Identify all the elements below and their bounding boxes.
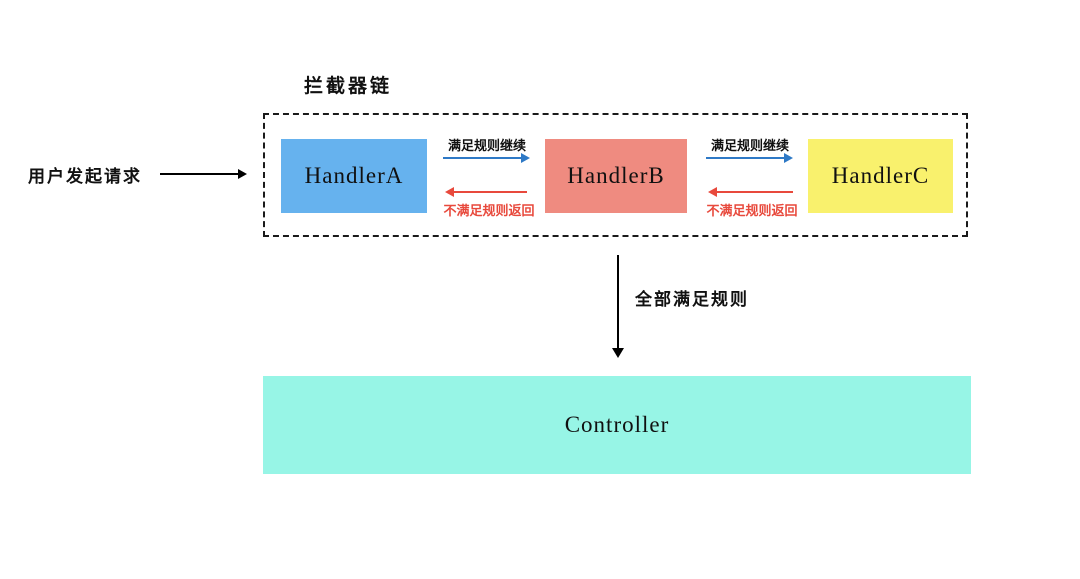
controller-box: Controller bbox=[263, 376, 971, 474]
request-arrow-shaft bbox=[160, 173, 238, 175]
return-arrow-b-a bbox=[445, 186, 527, 198]
request-arrowhead-icon bbox=[238, 169, 247, 179]
return-label-c-b: 不满足规则返回 bbox=[706, 203, 798, 218]
return-arrowhead-c-b-icon bbox=[708, 187, 717, 197]
return-arrowhead-b-a-icon bbox=[445, 187, 454, 197]
handler-c-label: HandlerC bbox=[831, 163, 930, 188]
handler-b-box: HandlerB bbox=[545, 139, 687, 213]
return-label-b-a: 不满足规则返回 bbox=[443, 203, 535, 218]
forward-label-a-b: 满足规则继续 bbox=[447, 138, 527, 153]
request-arrow bbox=[160, 168, 247, 180]
forward-arrowhead-a-b-icon bbox=[521, 153, 530, 163]
return-arrow-c-b-shaft bbox=[717, 191, 793, 193]
handler-a-label: HandlerA bbox=[304, 163, 404, 188]
handler-c-box: HandlerC bbox=[808, 139, 953, 213]
forward-arrowhead-b-c-icon bbox=[784, 153, 793, 163]
forward-arrow-a-b bbox=[443, 152, 530, 164]
controller-label: Controller bbox=[564, 412, 670, 437]
return-arrow-b-a-shaft bbox=[454, 191, 527, 193]
pass-arrow-shaft bbox=[617, 255, 619, 348]
forward-arrow-a-b-shaft bbox=[443, 157, 521, 159]
forward-arrow-b-c-shaft bbox=[706, 157, 784, 159]
handler-a-box: HandlerA bbox=[281, 139, 427, 213]
forward-label-b-c: 满足规则继续 bbox=[710, 138, 790, 153]
handler-b-label: HandlerB bbox=[567, 163, 665, 188]
pass-arrow bbox=[611, 255, 625, 358]
user-request-label: 用户发起请求 bbox=[28, 167, 142, 186]
pass-arrowhead-icon bbox=[612, 348, 624, 358]
chain-title: 拦截器链 bbox=[304, 76, 393, 97]
return-arrow-c-b bbox=[708, 186, 793, 198]
pass-label: 全部满足规则 bbox=[635, 290, 749, 309]
forward-arrow-b-c bbox=[706, 152, 793, 164]
interceptor-chain-box bbox=[263, 113, 968, 237]
